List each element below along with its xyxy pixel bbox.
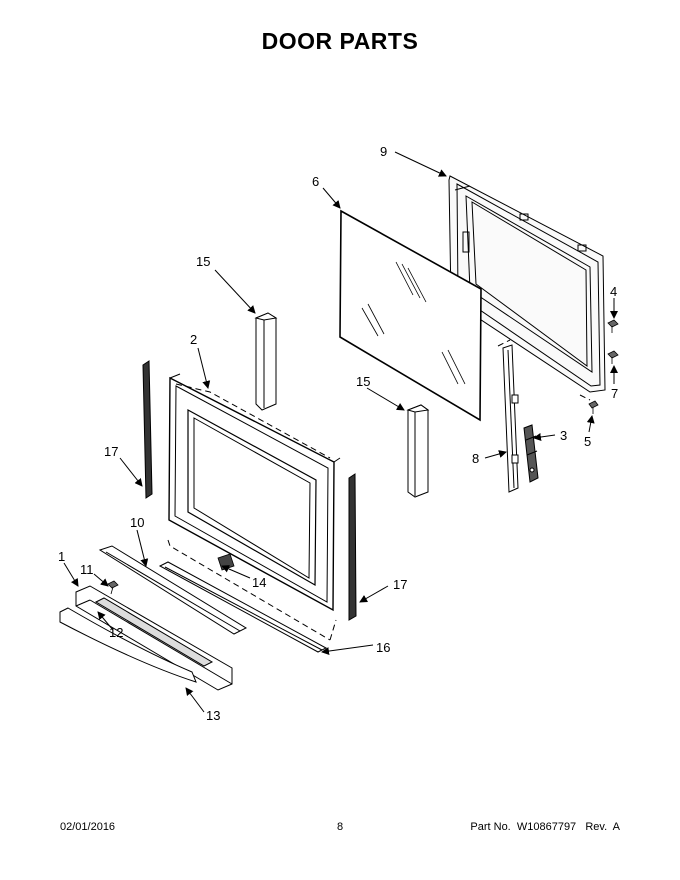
insulation-block-lower xyxy=(406,404,430,498)
callout-6: 6 xyxy=(312,174,319,189)
callout-2: 2 xyxy=(190,332,197,347)
door-handle xyxy=(59,607,197,683)
callout-7: 7 xyxy=(611,386,618,401)
side-trim-left xyxy=(142,360,153,499)
callout-11: 11 xyxy=(80,562,94,577)
callout-10: 10 xyxy=(130,515,144,530)
hinge-bracket xyxy=(502,344,519,493)
footer-part-number: Part No. W10867797 Rev. A xyxy=(470,821,620,833)
inner-door-frame xyxy=(448,175,606,393)
leader-lines xyxy=(63,151,618,713)
callout-17-right: 17 xyxy=(393,577,407,592)
insulation-block-upper xyxy=(254,312,278,411)
callout-labels: 9 6 15 15 2 17 10 1 11 12 13 14 16 17 3 … xyxy=(58,144,618,723)
callout-4: 4 xyxy=(610,284,617,299)
page-title: DOOR PARTS xyxy=(261,28,419,54)
door-hinge xyxy=(523,424,539,483)
callout-15-upper: 15 xyxy=(196,254,210,269)
callout-12: 12 xyxy=(109,625,123,640)
handle-bracket xyxy=(75,585,233,691)
callout-9: 9 xyxy=(380,144,387,159)
outer-door-panel xyxy=(168,373,341,612)
screw-4 xyxy=(607,319,619,333)
callout-15-lower: 15 xyxy=(356,374,370,389)
footer-date: 02/01/2016 xyxy=(60,821,116,833)
callout-3: 3 xyxy=(560,428,567,443)
callout-14: 14 xyxy=(252,575,266,590)
callout-1: 1 xyxy=(58,549,65,564)
callout-16: 16 xyxy=(376,640,390,655)
assembly-guide-lines xyxy=(167,339,591,641)
callout-8: 8 xyxy=(472,451,479,466)
screw-5 xyxy=(588,400,599,414)
door-glass xyxy=(339,209,482,422)
callout-17-left: 17 xyxy=(104,444,118,459)
callout-13: 13 xyxy=(206,708,220,723)
footer-page-number: 8 xyxy=(337,821,344,833)
screw-11 xyxy=(107,580,119,595)
callout-5: 5 xyxy=(584,434,591,449)
vent-trim xyxy=(98,545,248,635)
side-trim-right xyxy=(348,473,357,621)
screw-7 xyxy=(607,350,619,364)
